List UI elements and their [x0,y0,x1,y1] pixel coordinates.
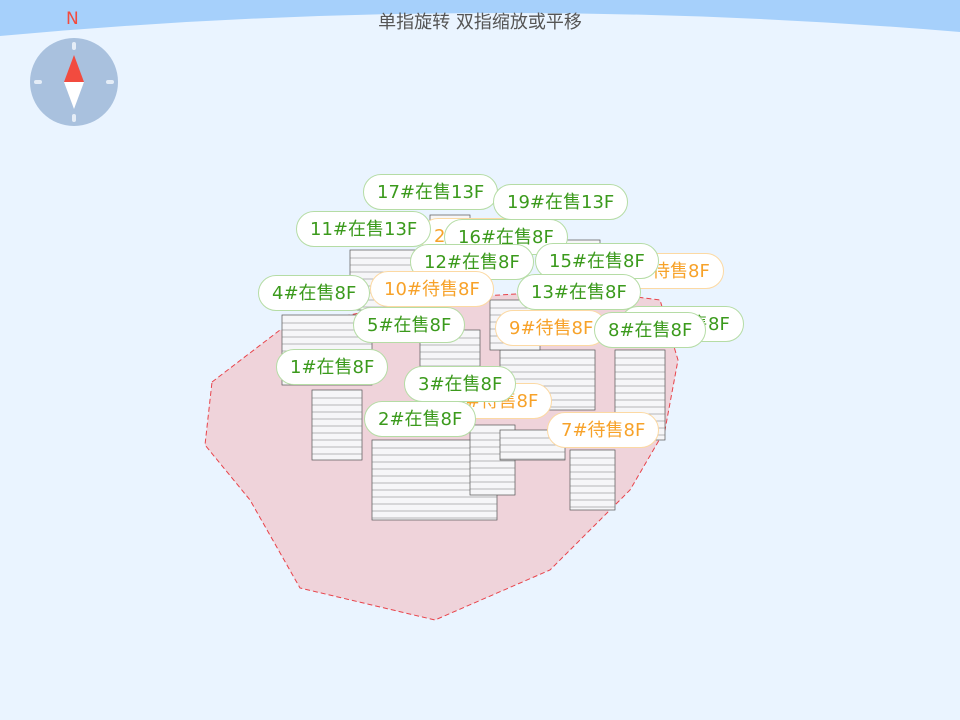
building-label-b7[interactable]: 7#待售8F [547,412,660,448]
building-label-b10[interactable]: 10#待售8F [370,271,494,307]
building-label-b2[interactable]: 2#在售8F [364,401,477,437]
gesture-hint: 单指旋转 双指缩放或平移 [378,12,582,33]
building-label-b5[interactable]: 5#在售8F [353,307,466,343]
building-label-b9[interactable]: 9#待售8F [495,310,608,346]
building-label-b3[interactable]: 3#在售8F [404,366,517,402]
building-block [311,389,363,461]
building-label-b8[interactable]: 8#在售8F [594,312,707,348]
building-label-b1[interactable]: 1#在售8F [276,349,389,385]
building-block [569,449,616,511]
building-label-b15[interactable]: 15#在售8F [535,243,659,279]
building-label-b13[interactable]: 13#在售8F [517,274,641,310]
building-label-b11[interactable]: 11#在售13F [296,211,432,247]
building-label-b17[interactable]: 17#在售13F [363,174,499,210]
building-label-b4[interactable]: 4#在售8F [258,275,371,311]
north-label: N [66,9,79,29]
building-label-b19[interactable]: 19#在售13F [493,184,629,220]
header-band [0,0,960,36]
compass-icon[interactable] [30,38,118,126]
